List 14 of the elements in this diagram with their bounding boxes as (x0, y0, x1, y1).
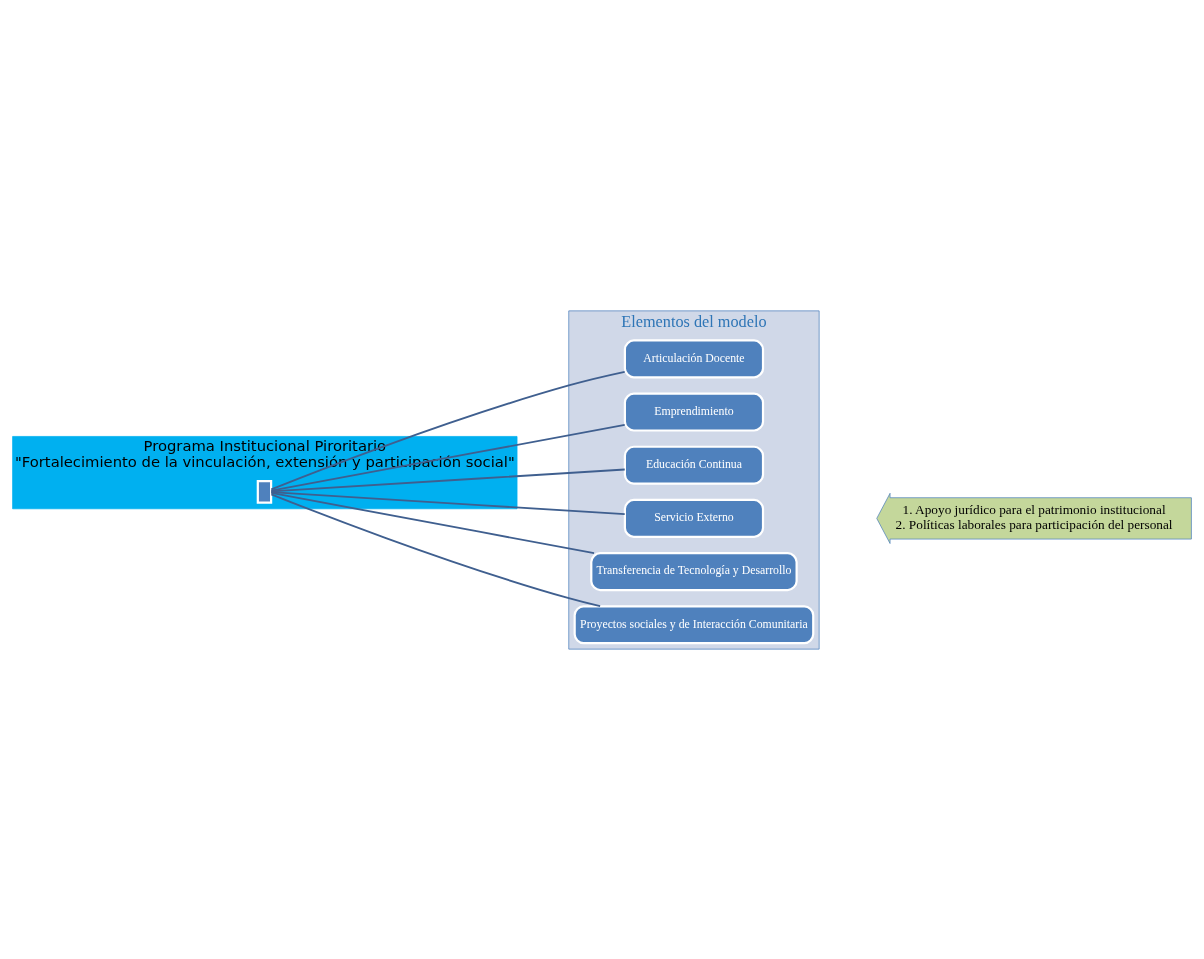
connector (270, 492, 602, 607)
connector (270, 468, 626, 492)
cluster: Programa Institucional Piroritario "Fortalecimiento de la vinculación, extensión y participación social" (12, 435, 518, 509)
node-box: Servicio Externo (623, 498, 765, 538)
node-box: Educación Continua (623, 445, 765, 485)
connector (270, 423, 626, 492)
node-box: Emprendimiento (623, 391, 765, 432)
node-box (256, 479, 273, 504)
node-box: Transferencia de Tecnología y Desarrollo (590, 551, 798, 591)
node-box: Articulación Docente (623, 338, 765, 378)
connector (270, 370, 626, 490)
connector (270, 490, 626, 515)
node-box: Proyectos sociales y de Interacción Comunitaria (573, 604, 815, 644)
connector (270, 491, 595, 554)
